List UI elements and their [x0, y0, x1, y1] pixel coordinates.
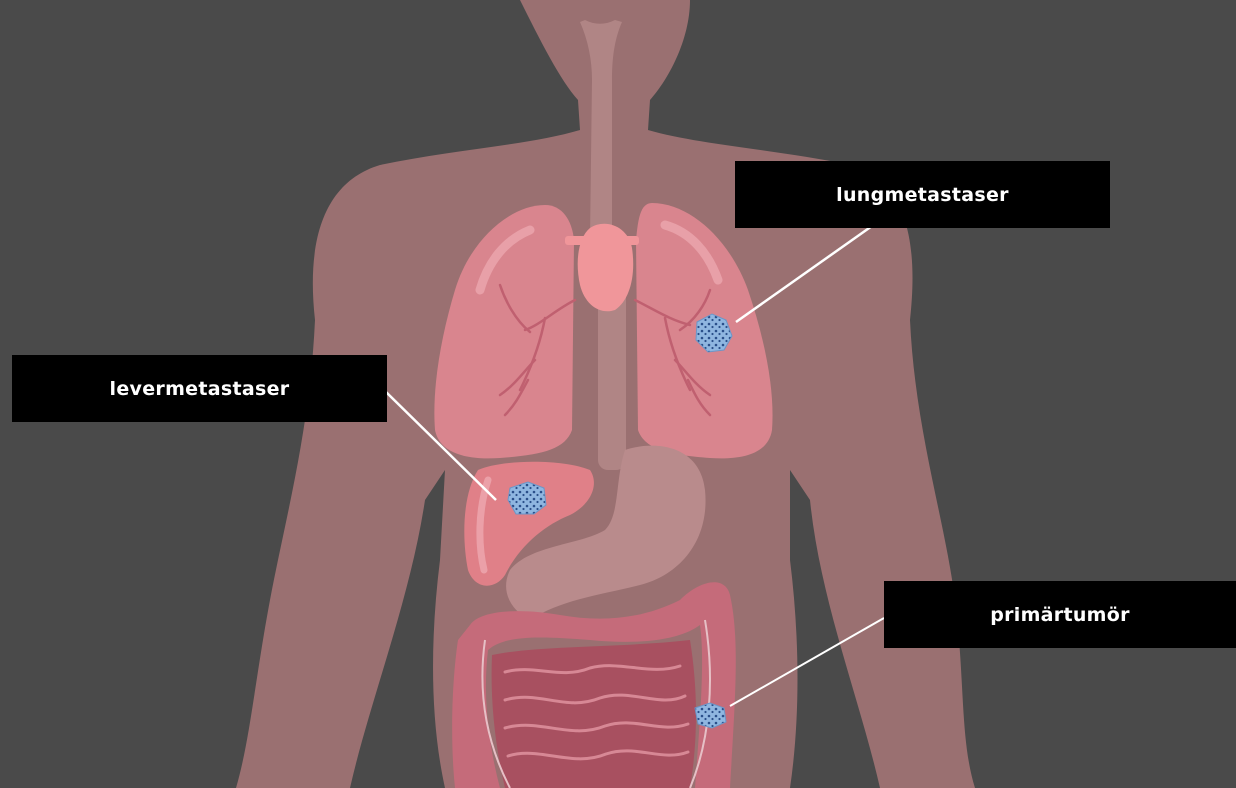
label-lung-metastases: lungmetastaser [735, 161, 1110, 228]
heart [578, 224, 634, 312]
tumor-primary [695, 703, 726, 728]
small-intestine [492, 640, 696, 788]
tumor-liver [508, 482, 546, 514]
label-liver-metastases: levermetastaser [12, 355, 387, 422]
label-primary-tumor: primärtumör [884, 581, 1236, 648]
